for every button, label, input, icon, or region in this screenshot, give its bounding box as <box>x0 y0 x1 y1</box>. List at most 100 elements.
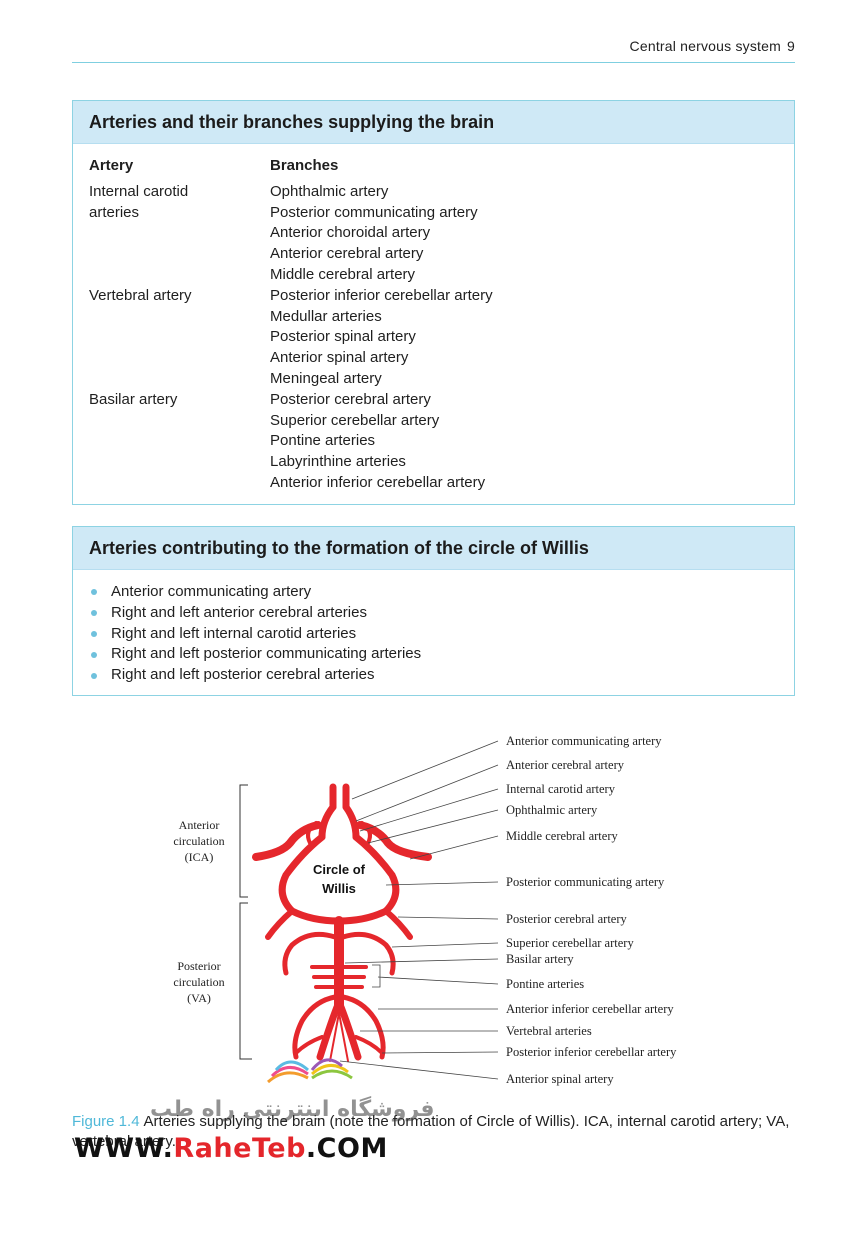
branch-cell: Anterior inferior cerebellar artery <box>270 473 486 491</box>
page-number: 9 <box>787 38 795 54</box>
artery-segment <box>340 931 396 976</box>
table-row: Superior cerebellar artery <box>89 411 493 432</box>
branch-cell: Posterior communicating artery <box>270 203 478 221</box>
list-item: Right and left anterior cerebral arterie… <box>89 603 421 624</box>
leader-line <box>351 740 499 800</box>
branch-cell: Posterior inferior cerebellar artery <box>270 286 493 304</box>
artery-cell <box>89 307 270 328</box>
leader-line <box>377 976 499 985</box>
artery-cell <box>89 327 270 348</box>
artery-cell <box>89 369 270 390</box>
artery-segment <box>340 994 386 1060</box>
branch-cell: Superior cerebellar artery <box>270 411 440 429</box>
url-prefix: WWW. <box>74 1133 174 1164</box>
posterior-bracket <box>239 902 252 1060</box>
artery-cell: arteries <box>89 203 140 221</box>
table-row: arteries Posterior communicating artery <box>89 203 493 224</box>
artery-cell <box>89 411 270 432</box>
table-row: Anterior spinal artery <box>89 348 493 369</box>
artery-label: Basilar artery <box>506 952 574 966</box>
branches-table: Artery Branches Internal carotid Ophthalm… <box>89 156 493 494</box>
table-row: Medullar arteries <box>89 307 493 328</box>
bullet-icon <box>91 589 97 596</box>
artery-segment <box>329 1012 340 1062</box>
branch-cell: Ophthalmic artery <box>270 182 389 200</box>
artery-segment <box>383 908 413 940</box>
table-row: Anterior cerebral artery <box>89 244 493 265</box>
leader-line <box>397 916 499 920</box>
artery-label: Middle cerebral artery <box>506 829 618 843</box>
artery-cell: Basilar artery <box>89 390 178 408</box>
artery-cell <box>89 431 270 452</box>
leader-line <box>381 1051 499 1054</box>
artery-drawing <box>252 783 432 1062</box>
leader-line <box>359 788 499 832</box>
caption-text: Arteries supplying the brain (note the f… <box>72 1113 790 1150</box>
artery-label: Anterior cerebral artery <box>506 758 625 772</box>
artery-label: Anterior spinal artery <box>506 1072 614 1086</box>
column-header-artery: Artery <box>89 157 134 174</box>
artery-cell <box>89 452 270 473</box>
circle-of-willis-box: Arteries contributing to the formation o… <box>72 526 795 696</box>
leader-line <box>344 958 499 964</box>
table-row: Labyrinthine arteries <box>89 452 493 473</box>
branch-cell: Anterior choroidal artery <box>270 224 431 242</box>
table-row: Middle cerebral artery <box>89 265 493 286</box>
artery-segment <box>338 1012 349 1062</box>
table-header-row: Artery Branches <box>89 156 493 177</box>
posterior-circulation-label: circulation <box>173 975 224 989</box>
branch-cell: Pontine arteries <box>270 432 376 450</box>
list-item-text: Right and left internal carotid arteries <box>111 624 357 642</box>
anterior-bracket <box>239 784 248 898</box>
artery-label: Anterior inferior cerebellar artery <box>506 1002 674 1016</box>
list-item: Right and left internal carotid arteries <box>89 624 421 645</box>
list-item-text: Anterior communicating artery <box>111 583 312 600</box>
table-row: Meningeal artery <box>89 369 493 390</box>
artery-segment <box>306 821 318 845</box>
anterior-circulation-label: circulation <box>173 834 224 848</box>
header-rule <box>72 62 795 63</box>
branch-cell: Anterior cerebral artery <box>270 245 424 263</box>
leader-line <box>391 942 499 948</box>
branch-cell: Anterior spinal artery <box>270 349 409 367</box>
book-logo <box>267 1058 353 1084</box>
table-row: Anterior inferior cerebellar artery <box>89 473 493 494</box>
table-row: Anterior choroidal artery <box>89 223 493 244</box>
artery-cell <box>89 244 270 265</box>
leader-line <box>339 1060 499 1080</box>
leader-line <box>385 881 499 886</box>
bullet-icon <box>91 672 97 679</box>
artery-segment <box>265 908 295 940</box>
leader-line <box>367 809 499 844</box>
bullet-icon <box>91 610 97 617</box>
artery-cell: Internal carotid <box>89 182 189 200</box>
artery-cell <box>89 473 270 494</box>
table-row: Posterior spinal artery <box>89 327 493 348</box>
artery-label: Posterior inferior cerebellar artery <box>506 1045 677 1059</box>
artery-cell <box>89 348 270 369</box>
branches-table-box: Arteries and their branches supplying th… <box>72 100 795 505</box>
branch-cell: Meningeal artery <box>270 369 382 387</box>
table-row: Internal carotid Ophthalmic artery <box>89 182 493 203</box>
posterior-circulation-label: (VA) <box>187 991 211 1005</box>
branch-cell: Posterior cerebral artery <box>270 390 431 408</box>
artery-cell <box>89 265 270 286</box>
bullet-icon <box>91 630 97 637</box>
website-watermark: WWW.RaheTeb.COM <box>74 1133 388 1164</box>
artery-label: Pontine arteries <box>506 977 584 991</box>
anterior-circulation-label: (ICA) <box>185 850 214 864</box>
arteries-figure: Anteriorcirculation(ICA)Posteriorcircula… <box>173 734 677 1086</box>
table-row: Basilar artery Posterior cerebral artery <box>89 390 493 411</box>
branch-cell: Middle cerebral artery <box>270 265 416 283</box>
list-item: Right and left posterior communicating a… <box>89 644 421 665</box>
artery-segment <box>337 1003 362 1061</box>
artery-label: Anterior communicating artery <box>506 734 662 748</box>
list-item-text: Right and left posterior cerebral arteri… <box>111 666 375 684</box>
artery-segment <box>282 931 338 976</box>
artery-label: Posterior cerebral artery <box>506 912 628 926</box>
artery-segment <box>354 1035 384 1055</box>
